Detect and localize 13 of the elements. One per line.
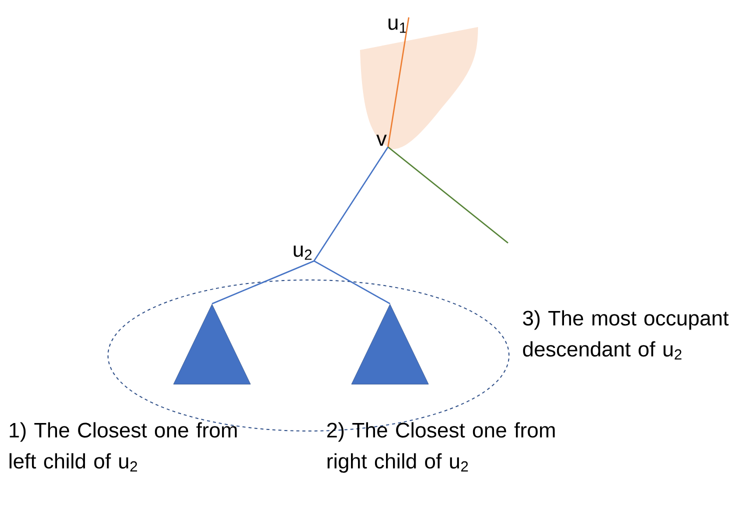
subtree-triangle — [173, 304, 251, 384]
tree-edge — [314, 260, 390, 304]
caption-text: 1) The Closest one from left child of u$_{2}$ — [10, 422, 237, 472]
subtree-triangle — [351, 304, 429, 384]
tree-edge — [313, 146, 389, 262]
tree-edge — [388, 146, 508, 244]
vertex-label: u$_{1}$ — [388, 18, 406, 33]
vertex-label: v — [376, 134, 387, 146]
tree-edge — [212, 260, 314, 304]
tree-edge — [387, 17, 410, 148]
caption-text: 3) The most occupant descendant of u$_{2}$ — [523, 310, 729, 360]
vertex-label: u$_{2}$ — [294, 246, 312, 260]
caption-text: 2) The Closest one from right child of u$_{2}$ — [327, 422, 555, 473]
